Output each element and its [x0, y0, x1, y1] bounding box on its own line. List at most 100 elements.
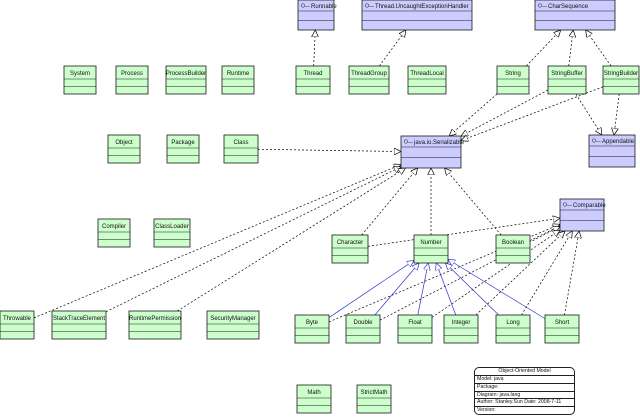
- legend-model: Model: java: [475, 376, 574, 384]
- class-math-name: Math: [307, 390, 320, 396]
- class-compiler[interactable]: Compiler: [97, 218, 131, 248]
- interface-ueh[interactable]: O—Thread.UncaughtExceptionHandler: [361, 0, 473, 31]
- interface-serializable[interactable]: O—java.io.Serializable: [400, 135, 465, 169]
- class-long-name: Long: [506, 320, 519, 326]
- class-thread[interactable]: Thread: [295, 65, 331, 95]
- class-stringbuilder-name: StringBuilder: [604, 71, 638, 77]
- legend-version: Version:: [477, 407, 496, 414]
- generalization-float-to-number: [417, 263, 428, 316]
- class-number[interactable]: Number: [413, 234, 449, 264]
- class-threadlocal[interactable]: ThreadLocal: [407, 65, 447, 95]
- class-stringbuilder[interactable]: StringBuilder: [602, 65, 640, 95]
- class-securitymanager[interactable]: SecurityManager: [206, 310, 260, 340]
- class-processbuilder-name: ProcessBuilder: [166, 71, 206, 77]
- interface-serializable-name: java.io.Serializable: [413, 140, 465, 146]
- realization-boolean-to-comparable: [529, 226, 560, 241]
- generalization-double-to-number: [374, 263, 419, 316]
- realization-stringbuilder-to-appendable: [614, 93, 620, 135]
- class-boolean[interactable]: Boolean: [495, 234, 531, 264]
- class-object-name: Object: [115, 140, 133, 146]
- realization-stringbuilder-to-charsequence: [586, 30, 612, 67]
- realization-runtimepermission-to-serializable: [177, 168, 405, 312]
- class-double-name: Double: [353, 320, 373, 326]
- class-system[interactable]: System: [63, 65, 97, 95]
- realization-double-to-comparable: [379, 226, 560, 321]
- class-compiler-name: Compiler: [102, 224, 126, 230]
- class-character[interactable]: Character: [331, 234, 369, 264]
- generalization-integer-to-number: [436, 263, 457, 316]
- class-byte[interactable]: Byte: [294, 314, 330, 344]
- class-stacktraceelement[interactable]: StackTraceElement: [51, 310, 107, 340]
- interface-lollipop-icon: O—: [301, 4, 310, 10]
- class-throwable[interactable]: Throwable: [0, 310, 35, 340]
- realization-threadgroup-to-ueh: [379, 30, 406, 67]
- legend-package: Package:: [475, 384, 574, 392]
- class-classloader-name: ClassLoader: [155, 224, 189, 230]
- realization-stacktraceelement-to-serializable: [105, 167, 401, 313]
- class-object[interactable]: Object: [107, 134, 141, 164]
- realization-character-to-comparable: [367, 218, 560, 247]
- generalization-byte-to-number: [328, 260, 414, 318]
- class-class-name: Class: [233, 140, 248, 146]
- class-number-name: Number: [420, 240, 441, 246]
- realization-stringbuffer-to-appendable: [575, 93, 602, 135]
- class-strictmath[interactable]: StrictMath: [356, 384, 392, 414]
- realization-boolean-to-serializable: [445, 168, 502, 236]
- class-double[interactable]: Double: [345, 314, 381, 344]
- interface-lollipop-icon: O—: [404, 140, 413, 146]
- generalization-long-to-number: [445, 263, 499, 316]
- class-threadgroup-name: ThreadGroup: [351, 71, 387, 77]
- class-process-name: Process: [121, 71, 143, 77]
- interface-appendable-name: Appendable: [602, 139, 635, 145]
- realization-class-to-serializable: [257, 149, 401, 151]
- interface-lollipop-icon: O—: [592, 139, 601, 145]
- realization-stringbuffer-to-charsequence: [568, 30, 573, 67]
- class-package-name: Package: [171, 140, 195, 146]
- class-strictmath-name: StrictMath: [360, 390, 387, 396]
- class-long[interactable]: Long: [495, 314, 531, 344]
- class-integer-name: Integer: [452, 320, 471, 326]
- class-float[interactable]: Float: [397, 314, 433, 344]
- interface-comparable-name: Comparable: [573, 203, 606, 209]
- interface-ueh-name: Thread.UncaughtExceptionHandler: [375, 4, 469, 10]
- interface-charsequence-name: CharSequence: [548, 4, 589, 10]
- class-short-name: Short: [555, 320, 570, 326]
- class-short[interactable]: Short: [544, 314, 580, 344]
- class-classloader[interactable]: ClassLoader: [153, 218, 191, 248]
- class-package[interactable]: Package: [166, 134, 200, 164]
- class-string-name: String: [505, 71, 521, 77]
- class-class[interactable]: Class: [223, 134, 259, 164]
- generalization-short-to-number: [448, 259, 546, 319]
- interface-comparable[interactable]: O—Comparable: [559, 198, 606, 232]
- class-runtime-name: Runtime: [227, 71, 250, 77]
- interface-runnable-name: Runnable: [311, 4, 337, 10]
- class-runtimepermission-name: RuntimePermission: [129, 316, 181, 322]
- class-threadgroup[interactable]: ThreadGroup: [348, 65, 390, 95]
- class-stringbuffer-name: StringBuffer: [551, 71, 583, 77]
- realization-string-to-serializable: [449, 93, 498, 136]
- class-integer[interactable]: Integer: [443, 314, 479, 344]
- realization-long-to-comparable: [521, 231, 572, 316]
- realization-thread-to-runnable: [314, 30, 316, 67]
- legend-title: Object-Oriented Model: [475, 368, 574, 376]
- realization-stringbuilder-to-serializable: [461, 86, 604, 141]
- class-runtime[interactable]: Runtime: [221, 65, 255, 95]
- class-processbuilder[interactable]: ProcessBuilder: [165, 65, 207, 95]
- class-runtimepermission[interactable]: RuntimePermission: [128, 310, 182, 340]
- class-byte-name: Byte: [306, 320, 319, 326]
- interface-runnable[interactable]: O—Runnable: [297, 0, 337, 31]
- interface-charsequence[interactable]: O—CharSequence: [534, 0, 616, 31]
- interface-lollipop-icon: O—: [365, 4, 374, 10]
- class-boolean-name: Boolean: [502, 240, 524, 246]
- class-character-name: Character: [337, 240, 363, 246]
- class-stringbuffer[interactable]: StringBuffer: [547, 65, 587, 95]
- class-stacktraceelement-name: StackTraceElement: [53, 316, 105, 322]
- class-throwable-name: Throwable: [3, 316, 32, 322]
- interface-appendable[interactable]: O—Appendable: [588, 134, 636, 168]
- diagram-info-box: Object-Oriented Model Model: java Packag…: [474, 367, 575, 415]
- interface-lollipop-icon: O—: [563, 203, 572, 209]
- class-process[interactable]: Process: [115, 65, 149, 95]
- class-string[interactable]: String: [496, 65, 530, 95]
- class-math[interactable]: Math: [296, 384, 332, 414]
